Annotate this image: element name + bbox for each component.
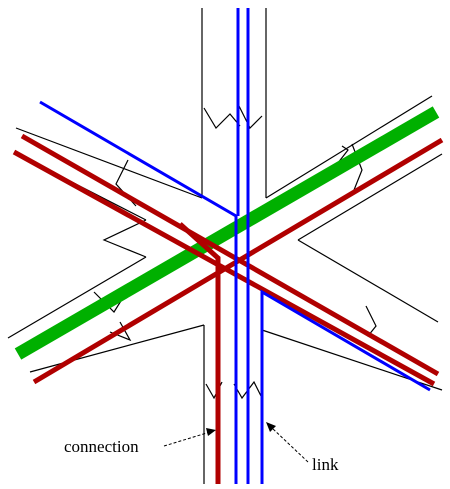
link-pointer-arrowhead (266, 422, 276, 432)
upper-left-arm-outer-wall (15, 127, 203, 199)
zigzag-top-right (237, 103, 263, 130)
lower-left-arm-lower-wall (29, 324, 205, 373)
blue-link-right (260, 289, 431, 484)
connection-label: connection (64, 437, 139, 456)
link-pointer-line (271, 427, 309, 463)
connection-pointer-arrowhead (206, 428, 216, 436)
corridor-outlines (7, 8, 443, 484)
upper-right-arm-inner-wall (297, 153, 443, 241)
red-connection-vertical (178, 222, 221, 484)
connection-pointer-line (163, 431, 211, 447)
red-diagonal-upper (20, 133, 440, 377)
green-stripe-group (14, 106, 440, 360)
red-diagonal-rising (32, 137, 444, 385)
blue-link-upper-left (39, 100, 238, 484)
upper-right-arm-outer-wall (265, 95, 433, 199)
green-wide-stripe (14, 106, 440, 360)
lower-right-arm-upper-wall (297, 239, 439, 323)
blue-links (39, 8, 431, 484)
annotations: connection link (64, 422, 339, 474)
lower-left-arm-upper-wall (7, 256, 147, 339)
zigzag-top-left (203, 107, 241, 129)
red-connections (12, 133, 444, 484)
left-notch (102, 219, 147, 258)
link-label: link (312, 455, 339, 474)
